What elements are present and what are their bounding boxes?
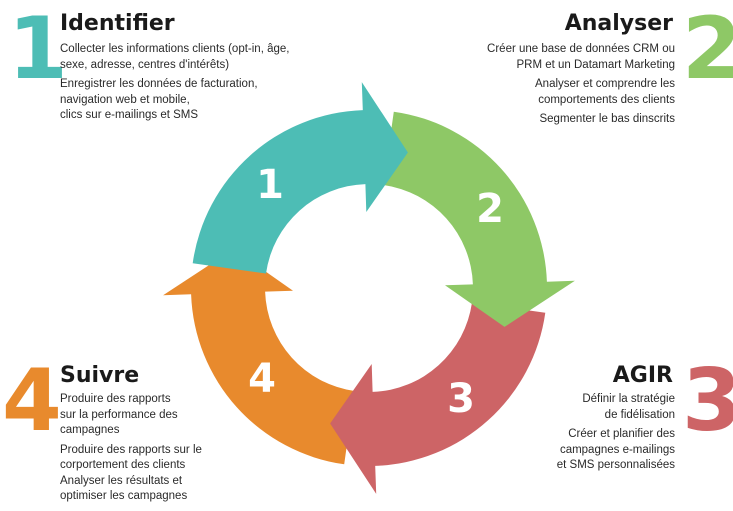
cycle-segment-1-number: 1 <box>256 162 284 208</box>
step-2-description: Créer une base de données CRM ou PRM et … <box>415 42 675 132</box>
cycle-segment-3-number: 3 <box>447 376 475 422</box>
step-4-title: Suivre <box>60 363 140 388</box>
step-3-paragraph-1: Définir la stratégie de fidélisation <box>582 393 675 421</box>
cycle-segment-1 <box>192 82 408 274</box>
step-3-description: Définir la stratégie de fidélisation Cré… <box>455 392 675 478</box>
step-2-big-number: 2 <box>682 0 733 99</box>
step-1-title: Identifier <box>60 11 175 36</box>
step-4-paragraph-2: Produire des rapports sur le corportemen… <box>60 443 202 503</box>
step-4-description: Produire des rapports sur la performance… <box>60 392 290 509</box>
step-4-big-number: 4 <box>2 351 62 451</box>
step-1-big-number: 1 <box>8 0 68 99</box>
step-1-description: Collecter les informations clients (opt-… <box>60 42 340 128</box>
step-2-paragraph-1: Créer une base de données CRM ou PRM et … <box>487 43 675 71</box>
cycle-segment-4-number: 4 <box>248 356 276 402</box>
step-2-paragraph-2: Analyser et comprendre les comportements… <box>535 78 675 106</box>
step-3-big-number: 3 <box>682 351 733 451</box>
step-3-paragraph-2: Créer et planifier des campagnes e-maili… <box>556 428 675 471</box>
cycle-segment-3 <box>330 302 546 494</box>
cycle-segment-2 <box>383 111 575 327</box>
step-2-paragraph-3: Segmenter le bas dinscrits <box>539 113 675 125</box>
step-4-paragraph-1: Produire des rapports sur la performance… <box>60 393 178 436</box>
cycle-segment-4 <box>163 249 355 465</box>
cycle-segment-2-number: 2 <box>476 186 504 232</box>
step-3-title: AGIR <box>612 363 673 388</box>
step-1-paragraph-1: Collecter les informations clients (opt-… <box>60 43 290 71</box>
step-1-paragraph-2: Enregistrer les données de facturation, … <box>60 78 258 121</box>
step-2-title: Analyser <box>564 11 673 36</box>
